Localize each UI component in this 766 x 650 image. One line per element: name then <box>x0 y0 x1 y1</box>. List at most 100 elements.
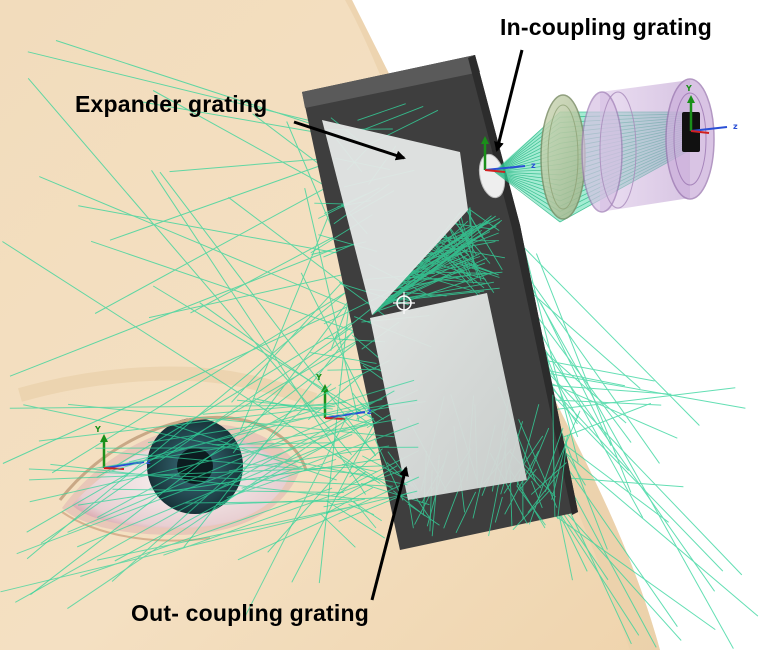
guided-ray <box>326 487 374 514</box>
annotation-arrows <box>293 49 524 601</box>
guided-ray <box>466 210 483 239</box>
output-ray <box>128 398 383 463</box>
in-coupling-arrow <box>494 49 524 152</box>
guided-ray <box>342 463 378 473</box>
axis-triads: z Y z Y z <box>94 84 738 470</box>
guided-ray <box>357 103 406 121</box>
guided-ray <box>433 246 485 289</box>
guided-ray <box>349 448 383 478</box>
light-ray <box>540 303 612 447</box>
light-ray <box>304 187 360 422</box>
guided-ray <box>518 419 558 508</box>
light-ray <box>239 178 345 431</box>
guided-ray <box>444 234 475 284</box>
output-ray <box>89 419 396 470</box>
guided-ray <box>530 462 567 495</box>
output-ray <box>29 424 369 503</box>
guided-ray <box>531 480 543 509</box>
output-ray <box>23 404 408 486</box>
axis-triad-projector: z Y <box>685 84 738 134</box>
guided-ray <box>363 105 424 131</box>
output-ray <box>111 383 332 582</box>
output-ray <box>67 397 384 533</box>
axis-letter-y: Y <box>315 373 322 382</box>
in-coupling-grating-label: In-coupling grating <box>500 14 713 40</box>
output-ray <box>241 422 419 489</box>
guided-ray <box>469 207 472 216</box>
output-ray <box>147 399 418 444</box>
axis-triad-incoupler: z <box>481 136 536 173</box>
light-ray <box>543 385 724 572</box>
light-ray <box>27 77 352 456</box>
output-ray <box>67 414 354 610</box>
light-ray <box>535 253 632 493</box>
guided-ray <box>526 427 550 482</box>
light-ray <box>231 276 348 403</box>
guided-ray <box>382 215 496 304</box>
output-ray <box>236 399 333 410</box>
output-ray <box>183 500 347 504</box>
output-ray <box>237 476 420 561</box>
guided-ray <box>422 258 486 280</box>
projector-lens <box>540 78 715 220</box>
light-ray <box>519 229 579 463</box>
output-ray <box>202 401 347 415</box>
guided-ray <box>504 450 540 515</box>
axis-letter-z: z <box>733 122 738 131</box>
beam-ray <box>494 171 561 218</box>
guided-ray <box>310 352 377 364</box>
guided-ray <box>397 254 470 288</box>
out-coupling-grating-label: Out- coupling grating <box>131 600 369 626</box>
beam-ray <box>494 171 561 223</box>
guided-ray <box>455 222 477 256</box>
axis-letter-y: Y <box>685 84 692 93</box>
light-ray <box>151 170 367 495</box>
guided-ray <box>458 219 482 282</box>
output-ray <box>112 488 344 493</box>
output-ray <box>15 390 395 603</box>
axis-letter-y: Y <box>94 425 101 434</box>
crosshair-icon <box>393 292 415 314</box>
guided-ray <box>334 309 371 338</box>
output-ray <box>96 504 363 561</box>
guided-ray <box>383 290 485 303</box>
output-ray <box>38 405 336 442</box>
guided-ray <box>401 225 474 284</box>
guided-ray <box>455 491 477 533</box>
light-ray <box>9 235 369 377</box>
light-ray <box>159 171 377 457</box>
light-ray <box>78 449 440 506</box>
axis-letter-z: z <box>531 161 536 170</box>
guided-ray <box>427 241 496 255</box>
expander-grating-label: Expander grating <box>75 91 268 117</box>
guided-ray <box>383 281 494 303</box>
guided-ray <box>352 334 379 358</box>
guided-ray <box>512 489 551 531</box>
guided-ray <box>374 438 404 501</box>
guided-ray <box>523 464 556 498</box>
output-ray <box>97 387 337 518</box>
output-ray <box>28 468 393 487</box>
output-ray <box>106 451 368 475</box>
guided-ray <box>323 243 356 258</box>
out-coupling-arrow <box>370 466 409 601</box>
expander-grating <box>322 120 468 315</box>
guided-ray <box>438 241 479 267</box>
guided-ray <box>374 271 493 313</box>
output-ray <box>9 404 331 409</box>
guided-ray <box>359 361 382 372</box>
output-ray <box>80 487 333 577</box>
guided-ray <box>429 251 499 276</box>
guided-ray <box>516 485 546 526</box>
output-rays <box>0 379 420 621</box>
guided-ray <box>528 427 564 525</box>
light-ray <box>521 317 716 592</box>
guided-ray <box>339 281 388 318</box>
out-coupling-grating <box>370 293 527 500</box>
guided-ray <box>469 207 475 268</box>
guided-ray <box>442 236 476 270</box>
expander-arrow <box>293 120 406 161</box>
guided-ray <box>468 208 471 226</box>
output-ray <box>228 445 390 472</box>
